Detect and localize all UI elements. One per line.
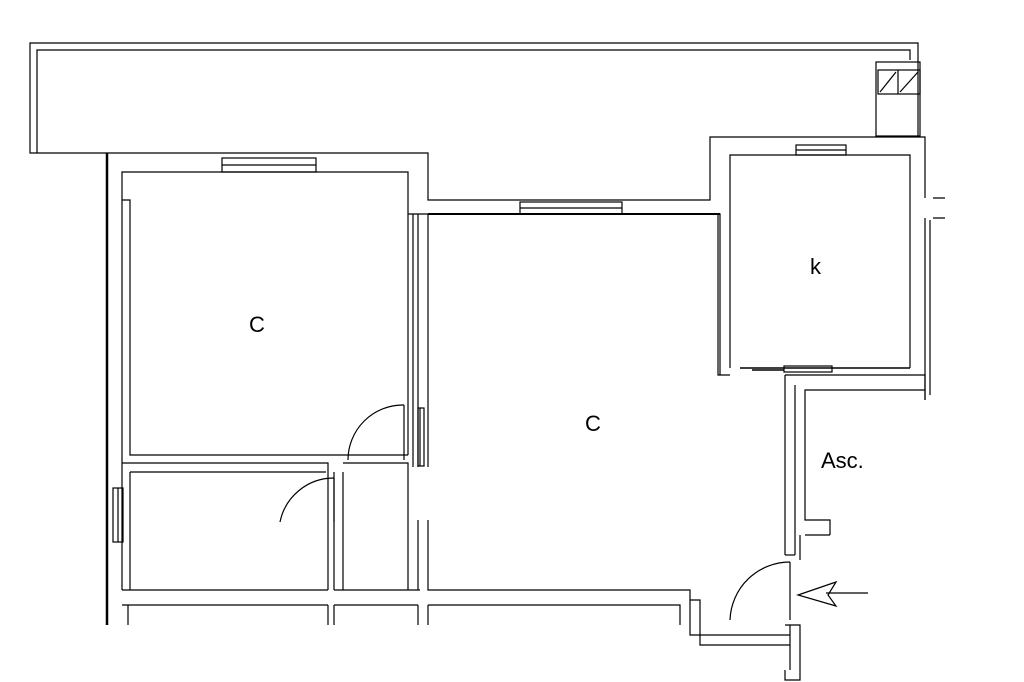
room-k-walls [729, 144, 911, 373]
door-bathroom [279, 477, 335, 523]
room-c-left-walls [122, 157, 419, 467]
door-living [417, 407, 425, 467]
room-label-asc: Asc. [821, 448, 864, 473]
door-bedroom [347, 404, 405, 461]
lower-left-rooms [112, 462, 420, 591]
room-label-k: k [810, 254, 821, 279]
elevator-shaft-walls [784, 197, 945, 560]
exterior-wall [105, 136, 926, 625]
entrance-walls [784, 624, 801, 681]
door-entrance [729, 561, 791, 621]
room-label-c-left: C [249, 312, 265, 337]
balcony [29, 42, 921, 154]
bottom-stub-walls [122, 604, 681, 625]
room-c-main-walls [417, 201, 790, 646]
entrance-arrow-icon [796, 580, 868, 608]
room-label-c-main: C [585, 411, 601, 436]
